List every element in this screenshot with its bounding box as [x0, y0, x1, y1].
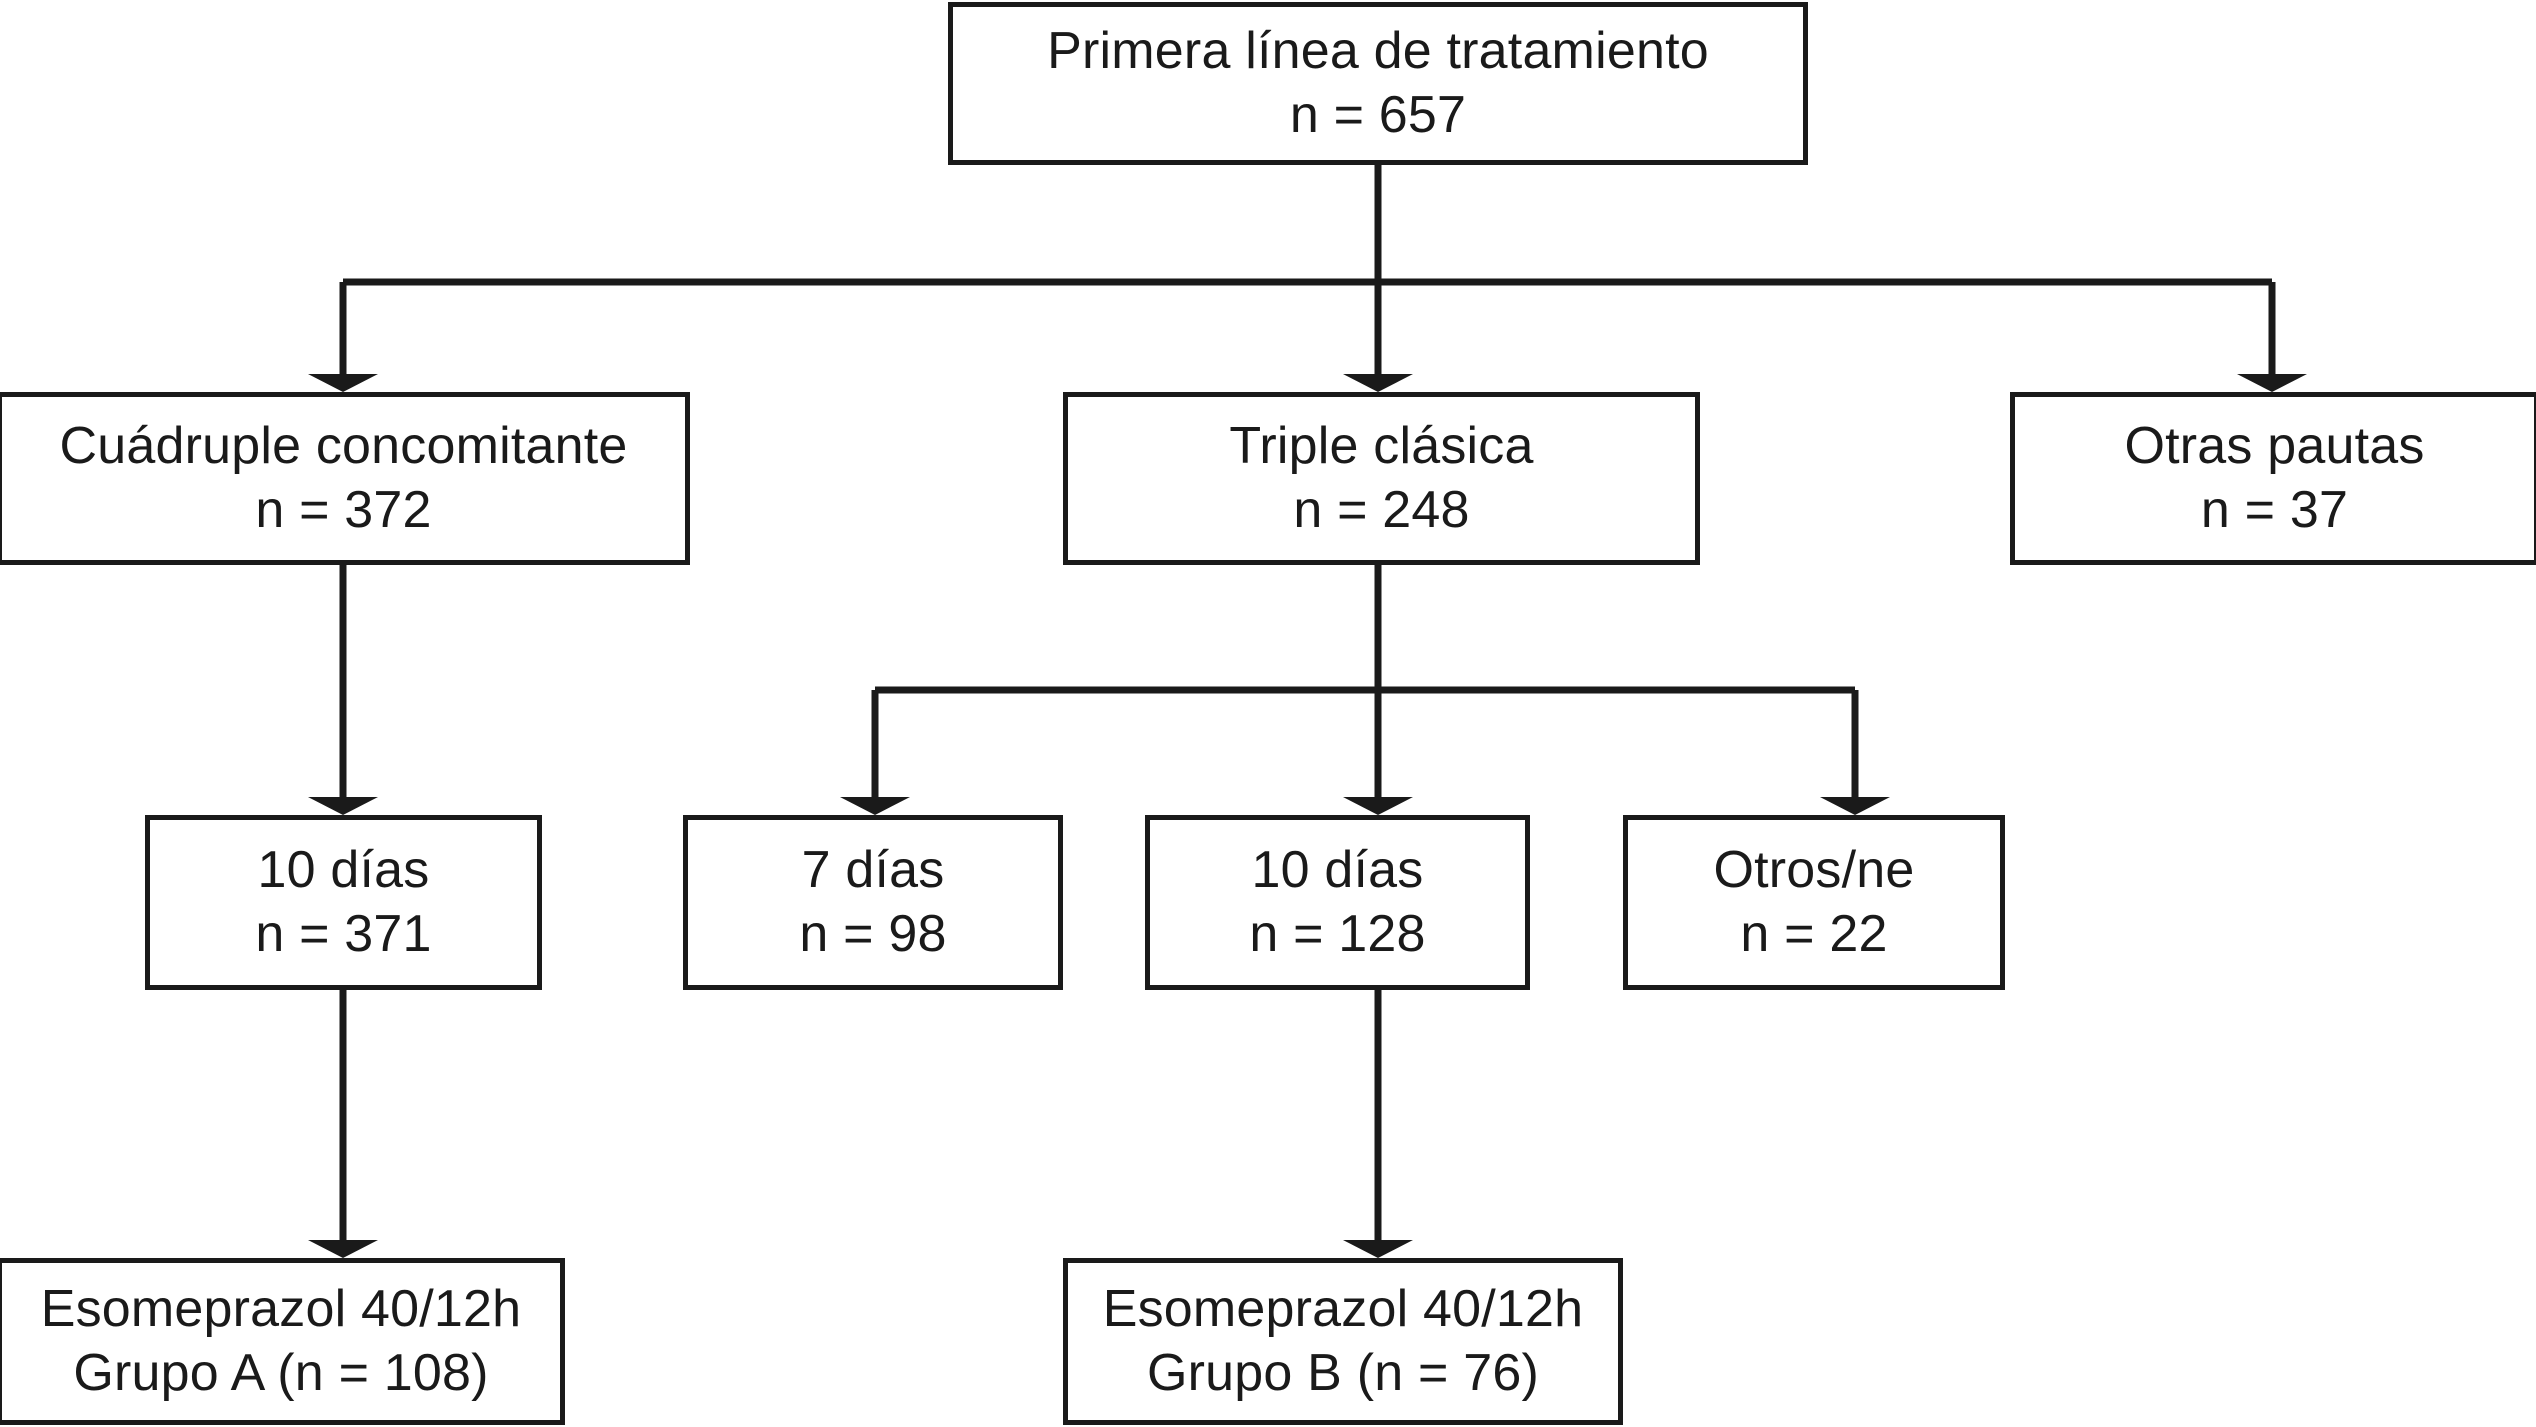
edge-root-to-cuadruple [308, 282, 378, 392]
edge-10dias-to-grupo-a [308, 990, 378, 1258]
node-grupo-b-count: Grupo B (n = 76) [1147, 1343, 1539, 1402]
node-otras-pautas[interactable]: Otras pautas n = 37 [2010, 392, 2536, 565]
node-cuadruple-10-dias[interactable]: 10 días n = 371 [145, 815, 542, 990]
edge-root-to-triple [1343, 282, 1413, 392]
node-grupo-b-label: Esomeprazol 40/12h [1102, 1280, 1584, 1339]
node-triple-7-dias-count: n = 98 [799, 904, 947, 963]
edge-triple-to-10dias [1343, 690, 1413, 815]
node-cuadruple-concomitante[interactable]: Cuádruple concomitante n = 372 [0, 392, 690, 565]
edge-cuadruple-to-10dias [308, 565, 378, 815]
node-otras-pautas-count: n = 37 [2200, 480, 2349, 539]
node-grupo-a[interactable]: Esomeprazol 40/12h Grupo A (n = 108) [0, 1258, 565, 1425]
node-grupo-b[interactable]: Esomeprazol 40/12h Grupo B (n = 76) [1063, 1258, 1623, 1425]
node-primera-linea-label: Primera línea de tratamiento [1047, 22, 1709, 81]
edge-root-to-otras-pautas [2237, 282, 2307, 392]
node-triple-10-dias-count: n = 128 [1249, 904, 1426, 963]
node-triple-otros-ne-count: n = 22 [1740, 904, 1888, 963]
node-triple-otros-ne-label: Otros/ne [1713, 841, 1915, 900]
node-cuadruple-10-dias-label: 10 días [257, 841, 430, 900]
node-otras-pautas-label: Otras pautas [2124, 417, 2425, 476]
node-cuadruple-concomitante-count: n = 372 [255, 480, 432, 539]
node-grupo-a-count: Grupo A (n = 108) [73, 1343, 489, 1402]
node-triple-clasica[interactable]: Triple clásica n = 248 [1063, 392, 1700, 565]
node-grupo-a-label: Esomeprazol 40/12h [40, 1280, 522, 1339]
node-primera-linea-count: n = 657 [1289, 85, 1467, 144]
node-triple-clasica-label: Triple clásica [1229, 417, 1534, 476]
node-triple-10-dias[interactable]: 10 días n = 128 [1145, 815, 1530, 990]
node-cuadruple-concomitante-label: Cuádruple concomitante [59, 417, 628, 476]
node-triple-7-dias-label: 7 días [801, 841, 945, 900]
node-triple-otros-ne[interactable]: Otros/ne n = 22 [1623, 815, 2005, 990]
edge-10dias-to-grupo-b [1343, 990, 1413, 1258]
node-triple-10-dias-label: 10 días [1251, 841, 1424, 900]
node-triple-7-dias[interactable]: 7 días n = 98 [683, 815, 1063, 990]
edge-triple-to-otros [1820, 690, 1890, 815]
node-cuadruple-10-dias-count: n = 371 [255, 904, 432, 963]
node-primera-linea[interactable]: Primera línea de tratamiento n = 657 [948, 2, 1808, 165]
node-triple-clasica-count: n = 248 [1293, 480, 1470, 539]
edge-triple-to-7dias [840, 690, 910, 815]
